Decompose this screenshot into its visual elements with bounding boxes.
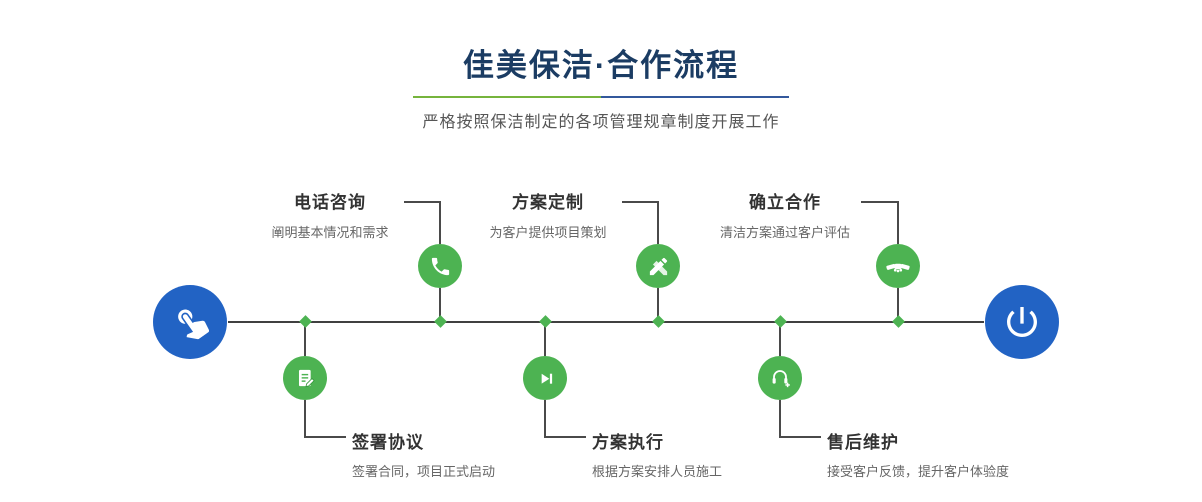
step-desc: 签署合同，项目正式启动 (352, 464, 496, 479)
phone-icon (429, 255, 452, 278)
timeline-diamond (651, 315, 665, 328)
connector-line (544, 436, 586, 438)
connector-line (861, 201, 897, 203)
step-desc: 接受客户反馈，提升客户体验度 (827, 464, 1010, 479)
step-node-execute (523, 356, 567, 400)
step-node-contract (283, 356, 327, 400)
step-label-aftersale-maintain: 售后维护 接受客户反馈，提升客户体验度 (827, 428, 1009, 480)
step-desc: 根据方案安排人员施工 (592, 464, 723, 479)
play-icon (534, 367, 557, 390)
connector-line (304, 323, 306, 356)
step-node-phone (418, 244, 462, 288)
step-desc: 阐明基本情况和需求 (271, 225, 389, 240)
step-label-establish-cooperation: 确立合作 清洁方案通过客户评估 (710, 188, 860, 241)
timeline-diamond (298, 315, 312, 328)
timeline (228, 321, 984, 323)
title-divider (413, 96, 789, 98)
step-desc: 清洁方案通过客户评估 (719, 225, 850, 240)
connector-line (404, 201, 440, 203)
step-label-plan-execute: 方案执行 根据方案安排人员施工 (592, 428, 722, 480)
page-title: 佳美保洁·合作流程 (462, 48, 740, 83)
step-title: 售后维护 (827, 433, 899, 452)
connector-line (657, 201, 659, 244)
connector-line (304, 400, 306, 437)
connector-line (779, 400, 781, 437)
connector-line (544, 323, 546, 356)
timeline-diamond (773, 315, 787, 328)
step-node-pencil (636, 244, 680, 288)
step-label-phone-consult: 电话咨询 阐明基本情况和需求 (255, 188, 405, 241)
connector-line (544, 400, 546, 437)
connector-line (779, 436, 821, 438)
step-node-handshake (876, 244, 920, 288)
connector-line (897, 288, 899, 321)
power-icon (1002, 302, 1042, 342)
connector-line (779, 323, 781, 356)
connector-line (304, 436, 346, 438)
pointing-hand-icon (171, 303, 210, 341)
step-title: 电话咨询 (294, 193, 366, 212)
timeline-end-node (985, 285, 1059, 359)
step-title: 方案定制 (512, 193, 584, 212)
step-label-plan-custom: 方案定制 为客户提供项目策划 (473, 188, 623, 241)
pencil-icon (647, 255, 670, 278)
contract-icon (294, 367, 317, 390)
timeline-diamond (538, 315, 552, 328)
step-title: 方案执行 (592, 433, 664, 452)
step-node-aftersale (758, 356, 802, 400)
connector-line (439, 288, 441, 321)
divider-green-segment (413, 96, 601, 98)
timeline-diamond (433, 315, 447, 328)
step-label-sign-agreement: 签署协议 签署合同，项目正式启动 (352, 428, 495, 480)
page-subtitle: 严格按照保洁制定的各项管理规章制度开展工作 (422, 114, 780, 131)
divider-blue-segment (601, 96, 789, 98)
connector-line (657, 288, 659, 321)
timeline-diamond (891, 315, 905, 328)
headset-plus-icon (768, 366, 792, 390)
connector-line (897, 201, 899, 244)
connector-line (439, 201, 441, 244)
step-title: 签署协议 (352, 433, 424, 452)
step-title: 确立合作 (749, 193, 821, 212)
timeline-start-node (153, 285, 227, 359)
connector-line (622, 201, 658, 203)
step-desc: 为客户提供项目策划 (489, 225, 607, 240)
handshake-icon (886, 254, 910, 278)
